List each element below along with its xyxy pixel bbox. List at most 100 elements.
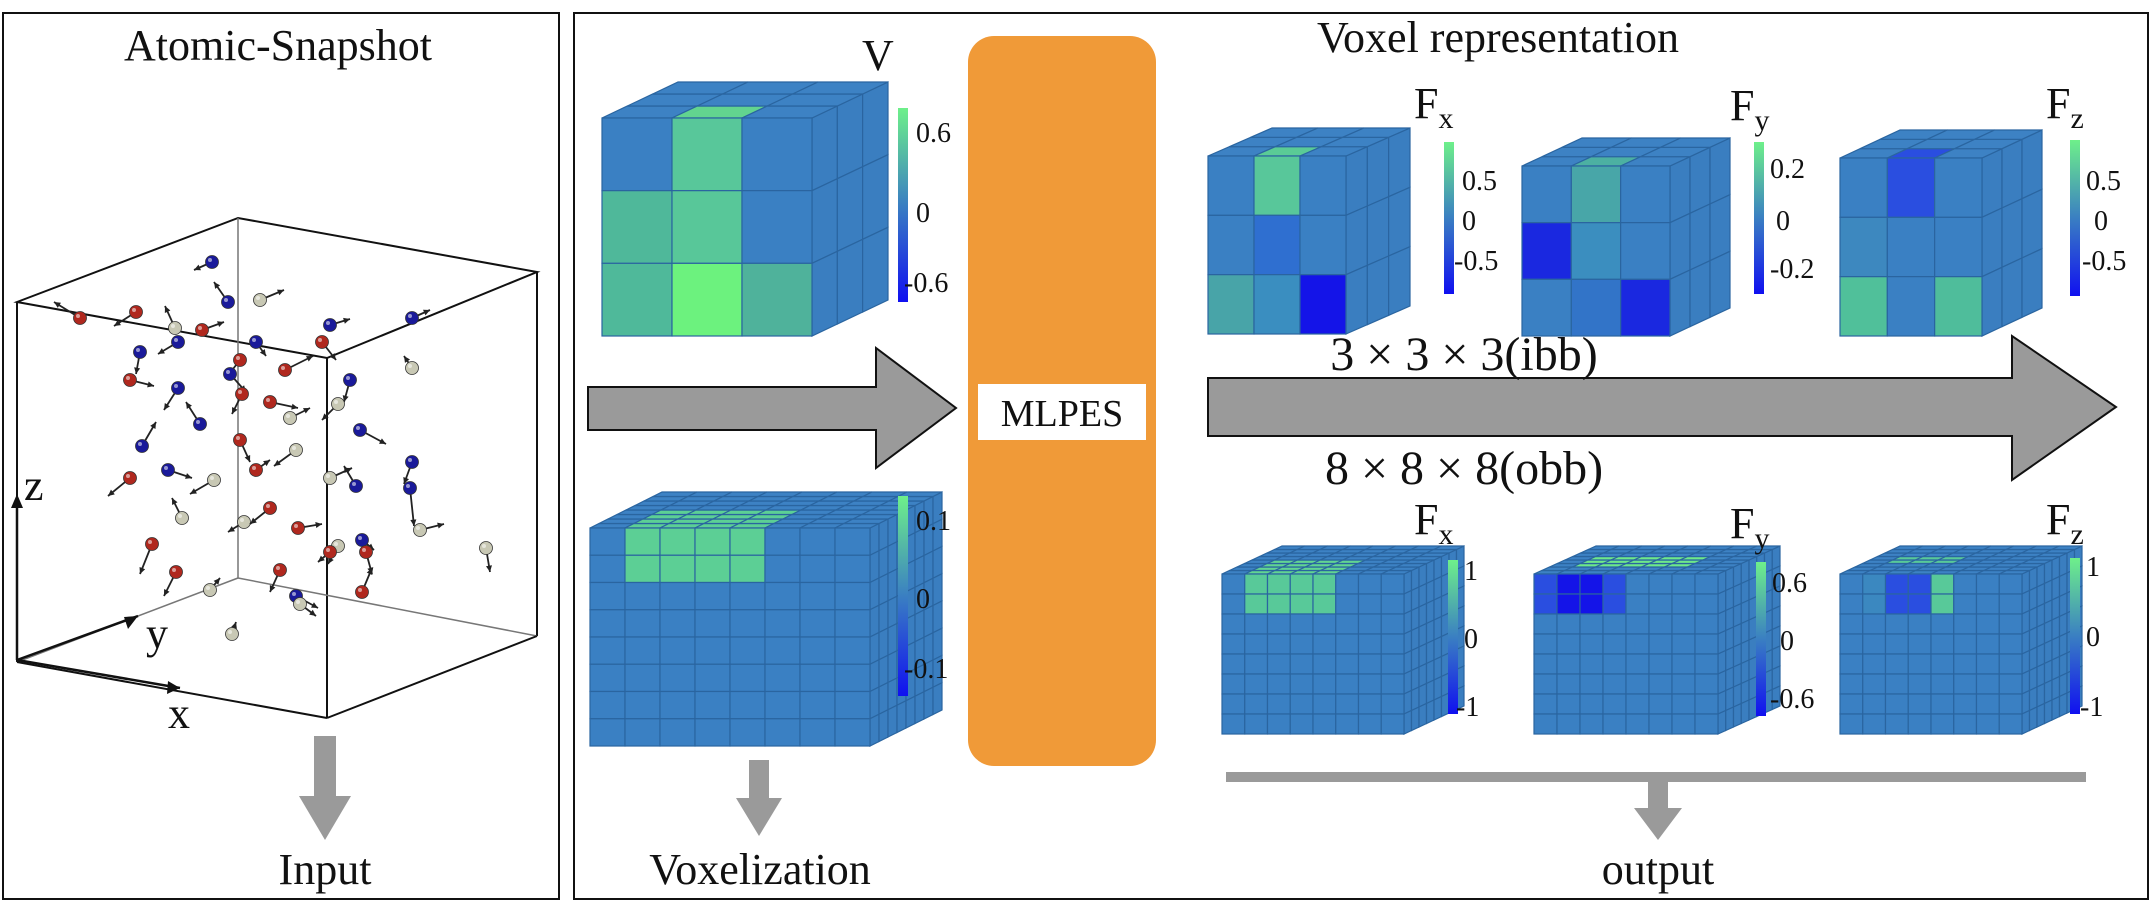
voxel-cell bbox=[834, 663, 871, 693]
voxel-cell bbox=[764, 663, 801, 693]
atom bbox=[249, 335, 263, 349]
voxel-cell bbox=[1602, 573, 1627, 595]
voxel-cell bbox=[1694, 593, 1719, 615]
voxel-cell bbox=[887, 622, 898, 657]
atom bbox=[233, 353, 247, 367]
voxel-cell bbox=[1839, 713, 1864, 735]
fx-ibb-tick-top: 0.5 bbox=[1462, 166, 1497, 197]
voxel-cell bbox=[1579, 613, 1604, 635]
voxel-cell bbox=[1671, 673, 1696, 695]
voxel-cell bbox=[1556, 713, 1581, 735]
voxel-cell bbox=[1839, 653, 1864, 675]
atom bbox=[263, 395, 277, 409]
atom-highlight bbox=[138, 442, 142, 446]
fx-obb-colorbar: 1 0 -1 bbox=[1448, 556, 1479, 723]
voxel-cell bbox=[1625, 593, 1650, 615]
voxel-cell bbox=[1221, 573, 1246, 595]
voxel-cell bbox=[1839, 573, 1864, 595]
voxel-cell bbox=[1862, 693, 1887, 715]
voxel-cell bbox=[887, 568, 898, 602]
force-arrowhead bbox=[303, 408, 310, 414]
atom-highlight bbox=[148, 540, 152, 544]
right-flow-arrow bbox=[1207, 334, 2118, 482]
atom bbox=[405, 455, 419, 469]
voxel-cell bbox=[589, 690, 626, 720]
atom-highlight bbox=[266, 398, 270, 402]
voxel-cell bbox=[834, 581, 871, 611]
voxel-cell bbox=[834, 554, 871, 584]
voxel-cell bbox=[799, 636, 836, 665]
voxel-cell bbox=[1907, 633, 1932, 655]
force-arrowhead bbox=[423, 309, 430, 316]
voxel-cell bbox=[1357, 693, 1382, 715]
fz-obb-voxel-cube bbox=[1839, 545, 2083, 735]
force-arrowhead bbox=[134, 367, 141, 374]
voxel-cell bbox=[1907, 593, 1932, 615]
atom-highlight bbox=[132, 308, 136, 312]
atom-highlight bbox=[286, 414, 290, 418]
atom bbox=[171, 335, 185, 349]
fx-ibb-tick-bottom: -0.5 bbox=[1454, 246, 1498, 277]
fz-ibb-tick-mid: 0 bbox=[2094, 206, 2108, 237]
v-cube-label: V bbox=[862, 31, 894, 80]
atom bbox=[403, 481, 417, 495]
voxel-cell bbox=[811, 250, 838, 337]
fz-obb-tick-bottom: -1 bbox=[2080, 692, 2103, 723]
voxel-cell bbox=[1579, 673, 1604, 695]
fx-obb-voxel-cube bbox=[1221, 545, 1465, 735]
atom-highlight bbox=[256, 296, 260, 300]
voxel-cell bbox=[1694, 653, 1719, 675]
voxel-cell bbox=[1934, 216, 1983, 278]
voxel-cell bbox=[1366, 195, 1390, 267]
atom bbox=[289, 443, 303, 457]
voxel-cell bbox=[1335, 673, 1360, 695]
voxel-cell bbox=[1884, 613, 1909, 635]
voxel-cell bbox=[1266, 573, 1291, 595]
voxel-cell bbox=[1648, 573, 1673, 595]
force-arrowhead bbox=[318, 555, 325, 562]
atom bbox=[223, 367, 237, 381]
voxel-cell bbox=[834, 690, 871, 720]
v-colorbar-tick-mid: 0 bbox=[916, 198, 930, 229]
atom bbox=[331, 397, 345, 411]
voxel-cell bbox=[1556, 653, 1581, 675]
atom bbox=[169, 565, 183, 579]
atom-highlight bbox=[210, 476, 214, 480]
voxel-cell bbox=[1388, 127, 1411, 198]
atom bbox=[353, 423, 367, 437]
atom bbox=[323, 471, 337, 485]
voxel-cell bbox=[887, 677, 898, 711]
atom-highlight bbox=[281, 366, 285, 370]
voxel-cell bbox=[2021, 129, 2043, 200]
voxel-cell bbox=[1289, 613, 1314, 635]
atom-highlight bbox=[171, 324, 175, 328]
force-arrowhead bbox=[269, 585, 276, 592]
voxel-cell bbox=[764, 690, 801, 720]
voxel-cell bbox=[799, 718, 836, 747]
voxel-cell bbox=[624, 609, 661, 638]
voxel-cell bbox=[1689, 146, 1711, 215]
voxel-cell bbox=[694, 718, 731, 747]
voxel-cell bbox=[1312, 613, 1337, 635]
fy-obb-tick-mid: 0 bbox=[1780, 626, 1794, 657]
atom-highlight bbox=[326, 321, 330, 325]
left-flow-arrow bbox=[587, 346, 958, 470]
voxel-cell bbox=[1998, 573, 2023, 595]
voxel-cell bbox=[1556, 573, 1581, 595]
voxel-cell bbox=[1839, 276, 1888, 337]
voxel-cell bbox=[1380, 713, 1405, 735]
voxel-cell bbox=[624, 527, 661, 556]
voxel-cell bbox=[1998, 713, 2023, 735]
voxel-cell bbox=[2058, 692, 2068, 718]
voxel-cell bbox=[1694, 713, 1719, 735]
atom-highlight bbox=[252, 466, 256, 470]
voxel-cell bbox=[1570, 165, 1622, 224]
voxel-cell bbox=[671, 117, 743, 192]
voxel-cell bbox=[1974, 129, 2043, 140]
voxel-cell bbox=[878, 518, 889, 552]
voxel-cell bbox=[1312, 693, 1337, 715]
atom-highlight bbox=[126, 376, 130, 380]
atom-highlight bbox=[178, 514, 182, 518]
fz-obb-tick-mid: 0 bbox=[2086, 622, 2100, 653]
force-arrowhead bbox=[172, 498, 178, 505]
